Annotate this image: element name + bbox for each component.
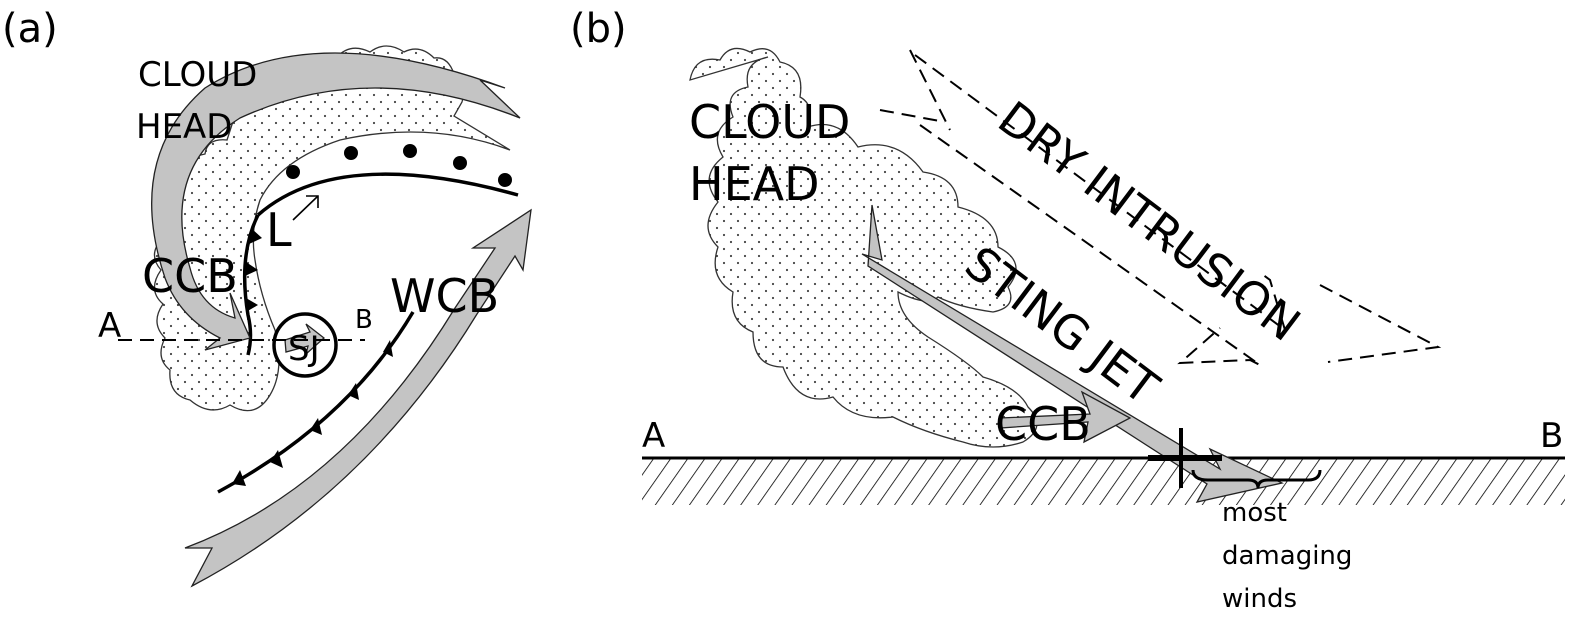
- panel-b-label: (b): [570, 6, 627, 52]
- ccb-airstream-arrow-a: [151, 52, 521, 351]
- damaging-winds-brace: [1191, 469, 1322, 489]
- cloud-head-label-b-line1: CLOUD: [689, 95, 850, 149]
- cold-front-triangles: [232, 340, 393, 486]
- panel-b: (b) CLOUD HEAD DRY INTRUSION STING JET C…: [570, 6, 1565, 614]
- low-motion-arrowhead: [306, 195, 319, 208]
- section-start-label-b: A: [642, 416, 665, 456]
- ccb-label-a: CCB: [142, 249, 238, 303]
- panel-a-label: (a): [2, 6, 58, 52]
- section-end-label-b: B: [1540, 416, 1563, 456]
- section-end-label-a: B: [355, 305, 373, 335]
- annotation-line-3: winds: [1222, 584, 1297, 614]
- dry-intrusion-arrow: [879, 49, 1442, 366]
- ground-hatch: [642, 458, 1565, 505]
- ccb-label-b: CCB: [995, 397, 1091, 451]
- cloud-head-region-b: [689, 47, 1038, 448]
- sting-jet-label-a: SJ: [288, 329, 320, 369]
- wcb-label: WCB: [390, 269, 499, 323]
- bent-back-front-triangles: [245, 228, 262, 312]
- low-pressure-label: L: [266, 203, 292, 257]
- cloud-head-label-a-line2: HEAD: [136, 107, 233, 147]
- low-motion-arrow: [292, 195, 319, 221]
- panel-a: (a) CLOUD HEAD: [2, 6, 532, 588]
- cloud-head-label-a-line1: CLOUD: [138, 55, 257, 95]
- section-start-label-a: A: [98, 306, 121, 346]
- ccb-airstream-arrow-b: [999, 390, 1132, 444]
- sting-jet-arrow-b: [861, 204, 1284, 503]
- warm-front-bulbs: [286, 144, 512, 187]
- wcb-airstream-arrow: [184, 208, 532, 588]
- annotation-line-2: damaging: [1222, 541, 1352, 571]
- warm-front: [256, 172, 519, 217]
- cold-front: [217, 311, 415, 494]
- cloud-head-label-b-line2: HEAD: [689, 157, 820, 211]
- annotation-line-1: most: [1222, 498, 1287, 528]
